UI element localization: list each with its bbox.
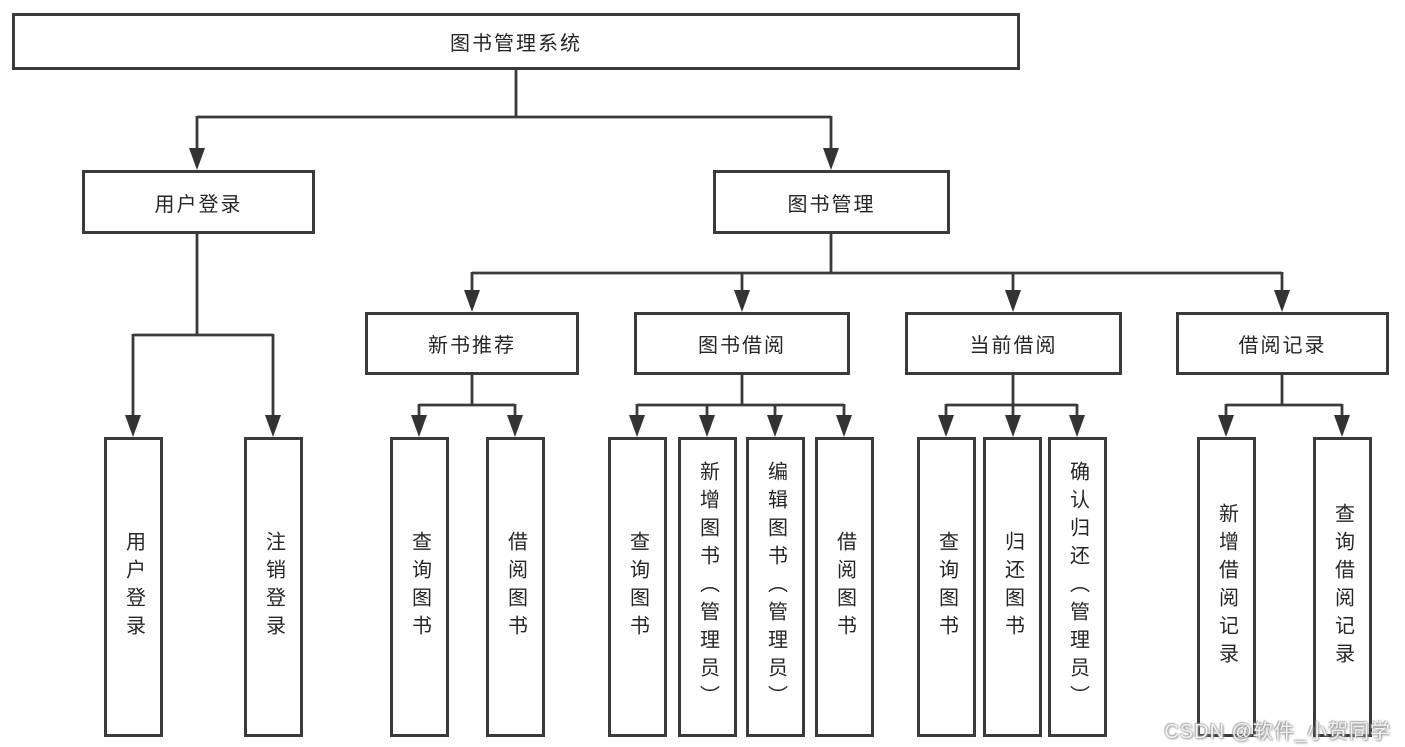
root-node-library-system: 图书管理系统 [12,13,1020,70]
leaf-query-books-borrow: 查询图书 [608,437,667,737]
leaf-user-login: 用户登录 [104,437,163,737]
leaf-borrow-books-borrow: 借阅图书 [815,437,874,737]
group-current-borrow: 当前借阅 [905,312,1122,375]
csdn-watermark: CSDN @软件_小贺同学 [1164,721,1391,743]
arrowhead-icon [1069,415,1085,437]
arrowhead-icon [767,415,783,437]
group-new-book-recommend: 新书推荐 [365,312,579,375]
arrowhead-icon [125,415,141,437]
arrowhead-icon [734,290,750,312]
leaf-query-borrow-record: 查询借阅记录 [1313,437,1372,737]
leaf-return-books: 归还图书 [983,437,1042,737]
branch-user-login: 用户登录 [82,170,315,234]
arrowhead-icon [265,415,281,437]
branch-book-management: 图书管理 [713,170,950,234]
arrowhead-icon [507,415,523,437]
leaf-query-books-recommend: 查询图书 [390,437,449,737]
group-borrow-records: 借阅记录 [1176,312,1389,375]
leaf-edit-book-admin: 编辑图书（管理员） [746,437,805,737]
arrowhead-icon [1005,415,1021,437]
leaf-confirm-return-admin: 确认归还（管理员） [1048,437,1107,737]
arrowhead-icon [1218,415,1234,437]
arrowhead-icon [1334,415,1350,437]
leaf-add-book-admin: 新增图书（管理员） [678,437,737,737]
leaf-add-borrow-record: 新增借阅记录 [1197,437,1256,737]
arrowhead-icon [629,415,645,437]
arrowhead-icon [1274,290,1290,312]
leaf-logout: 注销登录 [244,437,303,737]
arrowhead-icon [1005,290,1021,312]
group-book-borrow: 图书借阅 [634,312,850,375]
arrowhead-icon [699,415,715,437]
arrowhead-icon [464,290,480,312]
leaf-query-books-current: 查询图书 [917,437,976,737]
arrowhead-icon [938,415,954,437]
arrowhead-icon [836,415,852,437]
arrowhead-icon [823,148,839,170]
arrowhead-icon [189,148,205,170]
leaf-borrow-books-recommend: 借阅图书 [486,437,545,737]
arrowhead-icon [411,415,427,437]
